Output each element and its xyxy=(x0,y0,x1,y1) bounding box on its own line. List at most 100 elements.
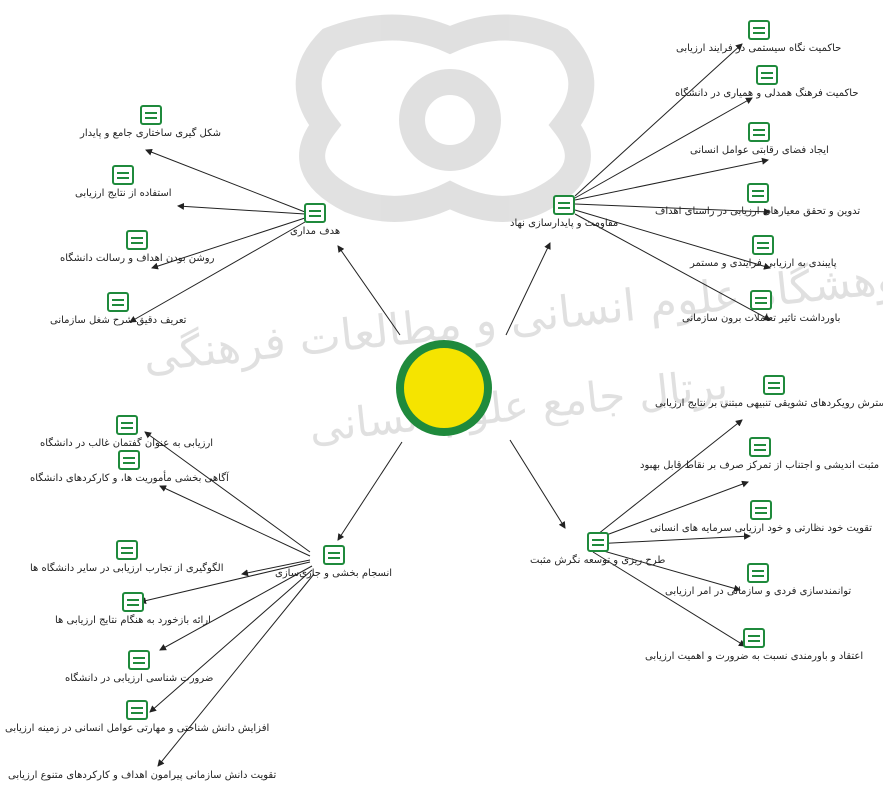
leaf-label: الگوگیری از تجارب ارزیابی در سایر دانشگا… xyxy=(30,563,224,574)
document-icon xyxy=(322,545,345,565)
edge-e7 xyxy=(157,573,315,767)
leaf-label: روشن بودن اهداف و رسالت دانشگاه xyxy=(60,253,215,264)
leaf-label: استفاده از نتایج ارزیابی xyxy=(75,188,172,199)
leaf-label: پایبندی به ارزیابی فرایندی و مستمر xyxy=(690,258,837,269)
edge-center-moghavemat xyxy=(505,242,551,336)
hub-label: هدف مداری xyxy=(290,226,341,237)
leaf-t3[interactable]: تقویت خود نظارتی و خود ارزیابی سرمایه ها… xyxy=(650,500,872,534)
edge-t2 xyxy=(592,480,749,541)
document-icon xyxy=(139,105,162,125)
document-icon xyxy=(115,415,138,435)
leaf-m3[interactable]: ایجاد فضای رقابتی عوامل انسانی xyxy=(690,122,829,156)
document-icon xyxy=(750,290,773,310)
leaf-m6[interactable]: باورداشت تاثیر تعاملات برون سازمانی xyxy=(682,290,840,324)
leaf-e4[interactable]: ارائه بازخورد به هنگام نتایج ارزیابی ها xyxy=(55,592,211,626)
edge-m2 xyxy=(574,97,753,199)
edge-h2 xyxy=(177,202,306,215)
leaf-label: حاکمیت نگاه سیستمی در فرایند ارزیابی xyxy=(676,43,842,54)
hub-tarh[interactable]: طرح ریزی و توسعه نگرش مثبت xyxy=(530,532,665,566)
document-icon xyxy=(755,65,778,85)
edge-e4 xyxy=(139,561,311,605)
document-icon xyxy=(747,563,770,583)
edge-m4 xyxy=(574,203,771,216)
leaf-label: افزایش دانش شناختی و مهارتی عوامل انسانی… xyxy=(5,723,270,734)
leaf-t1[interactable]: گسترش رویکردهای تشویقی تنبیهی مبتنی بر ن… xyxy=(655,375,883,409)
document-icon xyxy=(118,450,141,470)
edge-center-hadaf xyxy=(337,245,401,336)
leaf-label: ضرورت شناسی ارزیابی در دانشگاه xyxy=(65,673,214,684)
leaf-m2[interactable]: حاکمیت فرهنگ همدلی و همیاری در دانشگاه xyxy=(675,65,859,99)
document-icon xyxy=(743,628,766,648)
document-icon xyxy=(752,235,775,255)
leaf-e7[interactable]: تقویت دانش سازمانی پیرامون اهداف و کارکر… xyxy=(8,770,277,781)
document-icon xyxy=(304,203,327,223)
leaf-e3[interactable]: الگوگیری از تجارب ارزیابی در سایر دانشگا… xyxy=(30,540,223,574)
hub-hadaf[interactable]: هدف مداری xyxy=(290,203,340,237)
document-icon xyxy=(762,375,785,395)
leaf-label: تعریف دقیق شرح شغل سازمانی xyxy=(50,315,187,326)
document-icon xyxy=(107,292,130,312)
leaf-label: شکل گیری ساختاری جامع و پایدار xyxy=(80,128,222,139)
document-icon xyxy=(553,195,576,215)
document-icon xyxy=(115,540,138,560)
edge-center-tarh xyxy=(509,439,566,529)
edge-t5 xyxy=(592,551,746,647)
leaf-label: آگاهی بخشی مأموریت ها، و کارکردهای دانشگ… xyxy=(30,473,229,484)
edge-m3 xyxy=(574,157,769,201)
document-icon xyxy=(746,183,769,203)
hub-label: مقاومت و پایدارسازی نهاد xyxy=(510,218,619,229)
leaf-t5[interactable]: اعتقاد و باورمندی نسبت به ضرورت و اهمیت … xyxy=(645,628,863,662)
document-icon xyxy=(747,20,770,40)
edge-h4 xyxy=(129,221,306,323)
document-icon xyxy=(121,592,144,612)
leaf-m1[interactable]: حاکمیت نگاه سیستمی در فرایند ارزیابی xyxy=(676,20,841,54)
leaf-t2[interactable]: مثبت اندیشی و اجتناب از تمرکز صرف بر نقا… xyxy=(640,437,879,471)
leaf-t4[interactable]: توانمندسازی فردی و سازمانی در امر ارزیاب… xyxy=(665,563,851,597)
document-icon xyxy=(750,500,773,520)
document-icon xyxy=(126,700,149,720)
leaf-label: تدوین و تحقق معیارهای ارزیابی در راستای … xyxy=(655,206,861,217)
edge-e3 xyxy=(241,559,311,577)
hub-label: طرح ریزی و توسعه نگرش مثبت xyxy=(530,555,666,566)
edge-e6 xyxy=(149,569,313,713)
edge-m5 xyxy=(574,209,771,270)
leaf-label: تقویت خود نظارتی و خود ارزیابی سرمایه ها… xyxy=(650,523,873,534)
edge-m1 xyxy=(574,43,743,197)
leaf-label: گسترش رویکردهای تشویقی تنبیهی مبتنی بر ن… xyxy=(655,398,883,409)
leaf-h1[interactable]: شکل گیری ساختاری جامع و پایدار xyxy=(80,105,221,139)
leaf-e2[interactable]: آگاهی بخشی مأموریت ها، و کارکردهای دانشگ… xyxy=(30,450,229,484)
center-node[interactable] xyxy=(396,340,492,436)
leaf-label: حاکمیت فرهنگ همدلی و همیاری در دانشگاه xyxy=(675,88,859,99)
leaf-h4[interactable]: تعریف دقیق شرح شغل سازمانی xyxy=(50,292,186,326)
document-icon xyxy=(128,650,151,670)
edge-e2 xyxy=(159,485,311,557)
leaf-label: ارائه بازخورد به هنگام نتایج ارزیابی ها xyxy=(55,615,211,626)
leaf-label: ایجاد فضای رقابتی عوامل انسانی xyxy=(690,145,829,156)
leaf-e6[interactable]: افزایش دانش شناختی و مهارتی عوامل انسانی… xyxy=(5,700,269,734)
leaf-h2[interactable]: استفاده از نتایج ارزیابی xyxy=(75,165,172,199)
edge-center-ensejam xyxy=(337,441,403,541)
edge-e1 xyxy=(144,431,311,553)
leaf-label: توانمندسازی فردی و سازمانی در امر ارزیاب… xyxy=(665,586,852,597)
leaf-e1[interactable]: ارزیابی به عنوان گفتمان غالب در دانشگاه xyxy=(40,415,213,449)
document-icon xyxy=(586,532,609,552)
leaf-label: ارزیابی به عنوان گفتمان غالب در دانشگاه xyxy=(40,438,214,449)
hub-label: انسجام بخشی و جاری‌سازی xyxy=(275,568,393,579)
edge-t4 xyxy=(592,547,741,592)
hub-ensejam[interactable]: انسجام بخشی و جاری‌سازی xyxy=(275,545,392,579)
document-icon xyxy=(748,122,771,142)
leaf-m5[interactable]: پایبندی به ارزیابی فرایندی و مستمر xyxy=(690,235,837,269)
leaf-label: مثبت اندیشی و اجتناب از تمرکز صرف بر نقا… xyxy=(640,460,880,471)
document-icon xyxy=(748,437,771,457)
document-icon xyxy=(112,165,135,185)
edge-t1 xyxy=(592,419,743,539)
edge-e5 xyxy=(159,565,313,651)
leaf-e5[interactable]: ضرورت شناسی ارزیابی در دانشگاه xyxy=(65,650,213,684)
hub-moghavemat[interactable]: مقاومت و پایدارسازی نهاد xyxy=(510,195,618,229)
leaf-m4[interactable]: تدوین و تحقق معیارهای ارزیابی در راستای … xyxy=(655,183,860,217)
edge-h1 xyxy=(145,148,306,213)
leaf-label: اعتقاد و باورمندی نسبت به ضرورت و اهمیت … xyxy=(645,651,864,662)
leaf-label: باورداشت تاثیر تعاملات برون سازمانی xyxy=(682,313,841,324)
leaf-h3[interactable]: روشن بودن اهداف و رسالت دانشگاه xyxy=(60,230,214,264)
